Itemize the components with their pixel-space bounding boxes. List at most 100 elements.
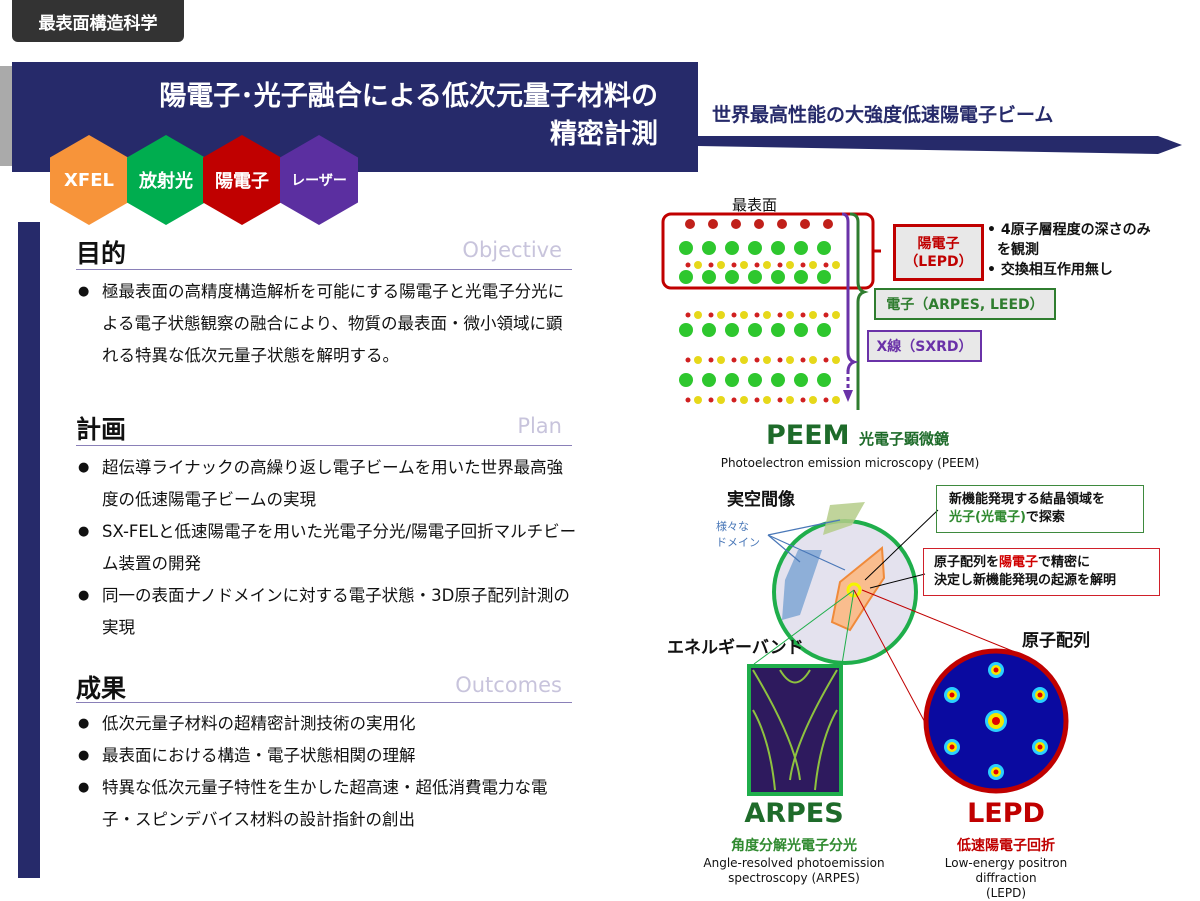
oxygen-atom — [685, 312, 691, 318]
green-atom — [679, 373, 693, 387]
arpes-jp: 角度分解光電子分光 — [731, 838, 857, 854]
oxygen-atom — [800, 397, 806, 403]
green-atom — [679, 323, 693, 337]
note-text: 交換相互作用無し — [1000, 262, 1113, 278]
callout-line: 新機能発現する結晶領域を — [949, 492, 1106, 507]
green-atom — [794, 323, 808, 337]
objective-en: Objective — [462, 238, 562, 262]
list-item: 低次元量子材料の超精密計測技術の実用化 — [78, 708, 578, 740]
caption-line: spectroscopy (ARPES) — [728, 871, 860, 885]
yellow-atom — [717, 356, 725, 364]
green-atom — [748, 241, 762, 255]
peem-diagram — [747, 502, 1069, 796]
yellow-atom — [694, 356, 702, 364]
green-atom — [817, 241, 831, 255]
lepd-jp: 低速陽電子回折 — [957, 838, 1055, 854]
arpes-name: ARPES — [744, 798, 844, 829]
oxygen-atom — [777, 357, 783, 363]
oxygen-atom — [754, 312, 760, 318]
objective-heading: 目的 — [76, 239, 127, 268]
yellow-atom — [740, 311, 748, 319]
oxygen-atom — [731, 219, 741, 229]
note-item: • 交換相互作用無し — [987, 262, 1113, 278]
caption-line: (LEPD) — [985, 886, 1027, 900]
lepd-name: LEPD — [967, 798, 1045, 829]
domains-line: ドメイン — [716, 536, 760, 549]
positron-label: 陽電子 — [917, 235, 960, 252]
oxygen-atom — [823, 219, 833, 229]
green-atom — [679, 270, 693, 284]
oxygen-atom — [731, 397, 737, 403]
callout-line: で探索 — [1025, 510, 1065, 525]
list-item: 超伝導ライナックの高繰り返し電子ビームを用いた世界最高強度の低速陽電子ビームの実… — [78, 452, 578, 516]
diffraction-spot — [993, 667, 999, 673]
oxygen-atom — [777, 397, 783, 403]
note-text: 4原子層程度の深さのみを観測 — [997, 222, 1151, 258]
green-atom — [725, 270, 739, 284]
yellow-atom — [786, 311, 794, 319]
objective-list: 極最表面の高精度構造解析を可能にする陽電子と光電子分光による電子状態観察の融合に… — [78, 276, 578, 372]
oxygen-atom — [823, 397, 829, 403]
green-atom — [748, 373, 762, 387]
oxygen-atom — [685, 357, 691, 363]
yellow-atom — [763, 311, 771, 319]
banner-shadow — [0, 66, 14, 166]
oxygen-atom — [708, 312, 714, 318]
plan-en: Plan — [517, 414, 562, 438]
divider — [76, 269, 572, 270]
title-banner: 陽電子･光子融合による低次元量子材料の 精密計測 — [12, 62, 698, 172]
probe-depth-brackets — [661, 212, 881, 410]
green-atom — [794, 373, 808, 387]
list-item: 極最表面の高精度構造解析を可能にする陽電子と光電子分光による電子状態観察の融合に… — [78, 276, 578, 372]
crystal-structure-image — [679, 219, 840, 404]
electron-box: 電子（ARPES, LEED） — [874, 288, 1056, 320]
yellow-atom — [763, 261, 771, 269]
callout-line: 決定し新機能発現の起源を解明 — [934, 573, 1117, 588]
yellow-atom — [809, 261, 817, 269]
yellow-atom — [832, 311, 840, 319]
green-atom — [771, 270, 785, 284]
atomic-arrangement-label: 原子配列 — [1022, 631, 1090, 651]
plan-heading: 計画 — [76, 415, 127, 444]
note-item: • 4原子層程度の深さのみを観測 — [987, 222, 1151, 258]
green-atom — [817, 270, 831, 284]
diffraction-spot — [949, 692, 955, 698]
oxygen-atom — [777, 219, 787, 229]
yellow-atom — [694, 396, 702, 404]
green-atom — [725, 323, 739, 337]
category-tag: 最表面構造科学 — [12, 0, 184, 42]
yellow-atom — [717, 311, 725, 319]
subtitle: 世界最高性能の大強度低速陽電子ビーム — [712, 104, 1054, 126]
domains-line: 様々な — [716, 520, 749, 533]
oxygen-atom — [754, 262, 760, 268]
surface-label: 最表面 — [732, 196, 778, 214]
subtitle-arrow — [698, 136, 1182, 154]
outcomes-list: 低次元量子材料の超精密計測技術の実用化 最表面における構造・電子状態相関の理解 … — [78, 708, 578, 836]
green-atom — [702, 270, 716, 284]
peem-jp: 光電子顕微鏡 — [858, 430, 949, 448]
oxygen-atom — [800, 357, 806, 363]
diffraction-spot — [949, 744, 955, 750]
callout-highlight: 陽電子 — [999, 555, 1039, 570]
yellow-atom — [717, 396, 725, 404]
yellow-atom — [809, 396, 817, 404]
callout-highlight: 光子(光電子) — [949, 510, 1026, 525]
title-line-1: 陽電子･光子融合による低次元量子材料の — [159, 81, 658, 112]
oxygen-atom — [823, 357, 829, 363]
oxygen-atom — [754, 357, 760, 363]
plan-list: 超伝導ライナックの高繰り返し電子ビームを用いた世界最高強度の低速陽電子ビームの実… — [78, 452, 578, 644]
left-accent-bar — [18, 222, 40, 878]
lepd-label: （LEPD） — [904, 253, 973, 270]
callout-positron: 原子配列を陽電子で精密に 決定し新機能発現の起源を解明 — [923, 548, 1160, 596]
yellow-atom — [786, 356, 794, 364]
diffraction-spot — [993, 769, 999, 775]
divider — [76, 702, 572, 703]
peem-title: PEEM 光電子顕微鏡 — [766, 420, 949, 451]
yellow-atom — [786, 261, 794, 269]
title-line-2: 精密計測 — [550, 119, 658, 150]
callout-line: 原子配列を — [934, 555, 1000, 570]
peem-name: PEEM — [766, 420, 850, 451]
oxygen-atom — [708, 262, 714, 268]
green-atom — [794, 241, 808, 255]
